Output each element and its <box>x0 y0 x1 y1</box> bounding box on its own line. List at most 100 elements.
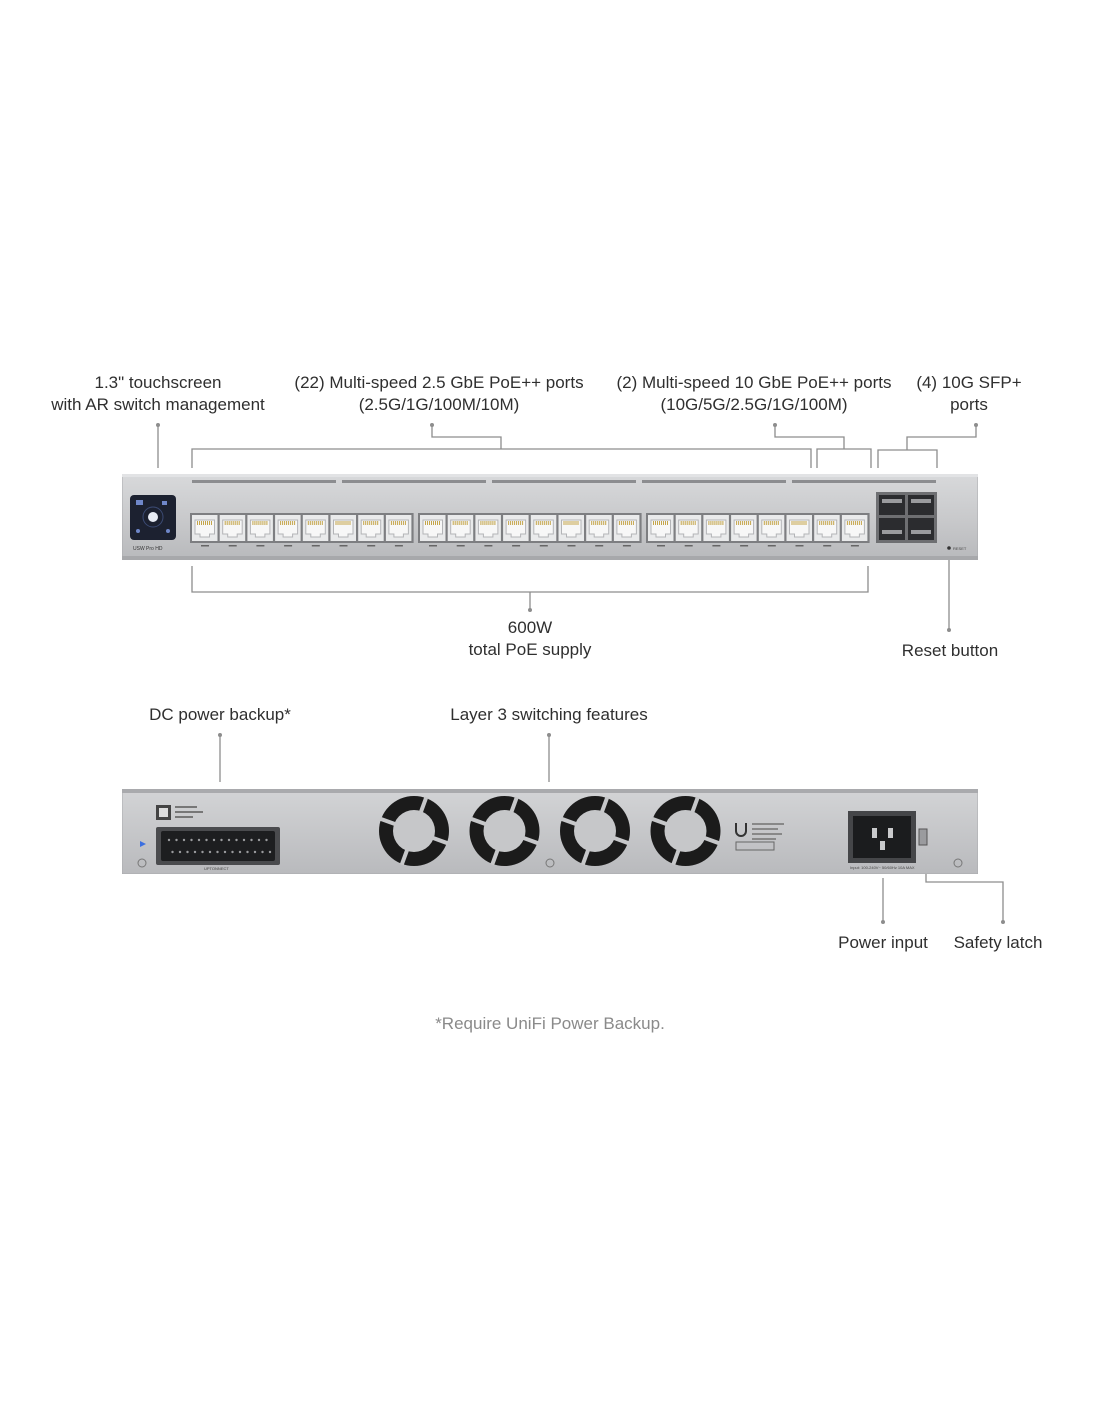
rj45-port[interactable] <box>247 515 273 547</box>
rj45-port[interactable] <box>586 515 612 547</box>
connector-pin <box>190 838 193 842</box>
callout-dc-backup: DC power backup* <box>120 704 320 726</box>
callout-layer3: Layer 3 switching features <box>424 704 674 726</box>
rj45-port[interactable] <box>219 515 246 547</box>
connector-pin <box>261 850 264 854</box>
callout-line: Safety latch <box>953 933 1043 952</box>
connector-pin <box>227 838 231 842</box>
callout-safety-latch: Safety latch <box>944 932 1052 954</box>
power-input-socket[interactable] <box>848 811 916 863</box>
dc-backup-connector[interactable] <box>156 827 280 865</box>
fan-vent <box>650 796 721 866</box>
rj45-port[interactable] <box>358 515 384 547</box>
footnote: *Require UniFi Power Backup. <box>435 1014 665 1033</box>
rj45-port[interactable] <box>330 515 357 547</box>
callout-line: ports <box>950 395 988 414</box>
connector-pin <box>167 838 171 842</box>
touchscreen[interactable] <box>130 495 176 540</box>
connector-pin <box>235 838 238 842</box>
rj45-port-array <box>190 513 870 547</box>
fan-vent <box>379 796 449 866</box>
rj45-port[interactable] <box>613 515 640 547</box>
connector-pin <box>212 838 216 842</box>
rear-connector-label: UPTONNECT <box>204 866 229 871</box>
rj45-port[interactable] <box>475 515 501 547</box>
fan-array <box>379 796 721 866</box>
callout-touchscreen: 1.3" touchscreen with AR switch manageme… <box>40 372 276 416</box>
rj45-port[interactable] <box>192 515 218 547</box>
connector-pin <box>182 838 186 842</box>
callout-line: total PoE supply <box>468 640 592 659</box>
callout-line: DC power backup* <box>149 705 291 724</box>
rear-power-label: Input: 100-240V~ 50/60Hz 10A MAX <box>850 865 915 870</box>
connector-pin <box>171 850 174 854</box>
model-label: USW Pro HD <box>133 546 163 552</box>
connector-pin <box>223 850 227 854</box>
callout-line: with AR switch management <box>51 395 265 414</box>
callout-line: Reset button <box>901 641 999 660</box>
rj45-port[interactable] <box>420 515 446 547</box>
rj45-port[interactable] <box>530 515 557 547</box>
connector-pin <box>231 850 234 854</box>
rj45-port[interactable] <box>558 515 585 547</box>
connector-pin <box>238 850 242 854</box>
rj45-port[interactable] <box>703 515 729 547</box>
rj45-port[interactable] <box>786 515 813 547</box>
callout-line: (10G/5G/2.5G/1G/100M) <box>660 395 848 414</box>
connector-pin <box>216 850 219 854</box>
connector-pin <box>250 838 253 842</box>
connector-pin <box>246 850 249 854</box>
connector-pin <box>253 850 257 854</box>
rj45-port[interactable] <box>447 515 474 547</box>
connector-pin <box>175 838 178 842</box>
rj45-port[interactable] <box>814 515 840 547</box>
rj45-port[interactable] <box>503 515 529 547</box>
callout-power-input: Power input <box>823 932 943 954</box>
reset-button[interactable] <box>947 546 951 550</box>
connector-pin <box>268 850 272 854</box>
callout-line: Layer 3 switching features <box>450 705 648 724</box>
callout-poe-supply: 600W total PoE supply <box>440 617 620 661</box>
callout-line: (22) Multi-speed 2.5 GbE PoE++ ports <box>294 373 584 392</box>
connector-pin <box>186 850 189 854</box>
rj45-port[interactable] <box>841 515 868 547</box>
connector-pin <box>257 838 261 842</box>
sfp-port-cage <box>876 492 937 543</box>
connector-pin <box>197 838 201 842</box>
callout-line: (2) Multi-speed 10 GbE PoE++ ports <box>616 373 892 392</box>
brand-logo-icon <box>735 823 747 837</box>
connector-pin <box>205 838 208 842</box>
callout-sfp-ports: (4) 10G SFP+ ports <box>910 372 1028 416</box>
safety-latch[interactable] <box>918 828 928 846</box>
callout-2-5g-ports: (22) Multi-speed 2.5 GbE PoE++ ports (2.… <box>278 372 600 416</box>
callout-line: 600W <box>507 618 553 637</box>
connector-pin <box>265 838 268 842</box>
fan-vent <box>469 796 540 866</box>
rj45-port[interactable] <box>758 515 785 547</box>
callout-line: 1.3" touchscreen <box>94 373 222 392</box>
connector-pin <box>193 850 197 854</box>
rj45-port[interactable] <box>648 515 674 547</box>
play-arrow-icon <box>140 841 146 847</box>
rj45-port[interactable] <box>302 515 329 547</box>
rj45-port[interactable] <box>675 515 702 547</box>
callout-reset: Reset button <box>880 640 1020 662</box>
reset-label: RESET <box>953 546 967 551</box>
connector-pin <box>208 850 212 854</box>
connector-pin <box>242 838 246 842</box>
rj45-port[interactable] <box>731 515 757 547</box>
connector-pin <box>201 850 204 854</box>
screw-icon <box>545 858 555 868</box>
rj45-port[interactable] <box>275 515 301 547</box>
callout-line: (2.5G/1G/100M/10M) <box>358 395 520 414</box>
ground-screw-icon <box>137 858 147 868</box>
callout-line: Power input <box>838 933 928 952</box>
connector-pin <box>220 838 223 842</box>
rj45-port[interactable] <box>385 515 412 547</box>
fan-vent <box>560 796 630 866</box>
switch-front-panel: USW Pro HD RESET <box>122 474 978 560</box>
screw-icon <box>953 858 963 868</box>
switch-rear-panel: UPTONNECT Input: 100-240V~ 50/60Hz 10A M… <box>122 789 978 874</box>
callout-line: (4) 10G SFP+ <box>916 373 1022 392</box>
